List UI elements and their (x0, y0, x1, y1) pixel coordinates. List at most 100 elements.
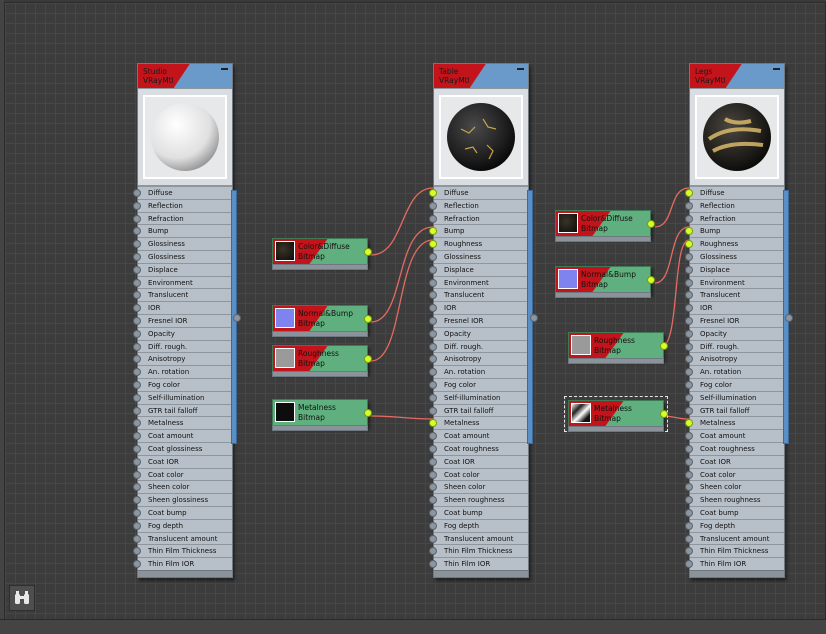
input-socket[interactable] (429, 278, 437, 287)
input-socket[interactable] (133, 291, 141, 300)
slot-translucent[interactable]: Translucent (133, 288, 232, 302)
slot-self-illumination[interactable]: Self-illumination (429, 390, 528, 404)
slot-coat-roughness[interactable]: Coat roughness (429, 441, 528, 455)
bitmap-node-color-diffuse[interactable]: Color&Diffuse Bitmap (555, 210, 655, 242)
input-socket[interactable] (133, 201, 141, 210)
slot-translucent-amount[interactable]: Translucent amount (429, 531, 528, 545)
slot-metalness[interactable]: Metalness (429, 416, 528, 430)
input-socket[interactable] (685, 316, 693, 325)
input-socket[interactable] (429, 316, 437, 325)
slot-opacity[interactable]: Opacity (429, 326, 528, 340)
input-socket[interactable] (685, 189, 693, 197)
input-socket[interactable] (429, 329, 437, 338)
output-socket[interactable] (785, 314, 793, 322)
slot-diff-rough[interactable]: Diff. rough. (133, 339, 232, 353)
slot-coat-amount[interactable]: Coat amount (133, 429, 232, 442)
input-socket[interactable] (133, 534, 141, 543)
output-socket[interactable] (660, 410, 668, 418)
input-socket[interactable] (429, 496, 437, 505)
slot-glossiness[interactable]: Glossiness (685, 249, 784, 263)
slot-fresnel-ior[interactable]: Fresnel IOR (429, 313, 528, 327)
bitmap-node-metalness[interactable]: Metalness Bitmap (272, 399, 372, 431)
input-socket[interactable] (685, 534, 693, 543)
navigator-button[interactable] (9, 585, 35, 611)
node-header[interactable]: Table VRayMtl (434, 64, 528, 88)
input-socket[interactable] (685, 432, 693, 441)
input-socket[interactable] (429, 189, 437, 197)
input-socket[interactable] (133, 278, 141, 287)
slot-coat-ior[interactable]: Coat IOR (685, 454, 784, 468)
slot-fog-color[interactable]: Fog color (685, 377, 784, 391)
slot-displace[interactable]: Displace (133, 262, 232, 276)
slot-glossiness[interactable]: Glossiness (133, 237, 232, 250)
slot-diffuse[interactable]: Diffuse (133, 186, 232, 199)
slot-fog-depth[interactable]: Fog depth (133, 518, 232, 532)
slot-bump[interactable]: Bump (685, 224, 784, 238)
input-socket[interactable] (133, 496, 141, 505)
slot-coat-bump[interactable]: Coat bump (685, 505, 784, 519)
input-socket[interactable] (685, 329, 693, 338)
output-socket[interactable] (647, 276, 655, 284)
slot-translucent-amount[interactable]: Translucent amount (133, 531, 232, 545)
slot-sheen-color[interactable]: Sheen color (133, 480, 232, 494)
slot-an-rotation[interactable]: An. rotation (133, 365, 232, 378)
input-socket[interactable] (133, 227, 141, 236)
slot-translucent[interactable]: Translucent (429, 288, 528, 302)
slot-self-illumination[interactable]: Self-illumination (133, 390, 232, 404)
output-socket[interactable] (233, 314, 241, 322)
input-socket[interactable] (429, 252, 437, 261)
slot-fog-depth[interactable]: Fog depth (685, 518, 784, 532)
slot-opacity[interactable]: Opacity (685, 326, 784, 340)
input-socket[interactable] (429, 201, 437, 210)
input-socket[interactable] (429, 355, 437, 364)
slot-thin-film-thickness[interactable]: Thin Film Thickness (133, 544, 232, 558)
slot-fresnel-ior[interactable]: Fresnel IOR (685, 313, 784, 327)
slot-displace[interactable]: Displace (429, 262, 528, 276)
bitmap-node-normal-bump[interactable]: Normal&Bump Bitmap (272, 305, 372, 337)
input-socket[interactable] (685, 496, 693, 505)
slot-ior[interactable]: IOR (133, 301, 232, 314)
input-socket[interactable] (133, 342, 141, 351)
input-socket[interactable] (685, 470, 693, 479)
node-header[interactable]: Studio VRayMtl (138, 64, 232, 88)
minimize-icon[interactable] (773, 68, 780, 70)
input-socket[interactable] (133, 316, 141, 325)
input-socket[interactable] (133, 470, 141, 479)
input-socket[interactable] (429, 483, 437, 492)
slot-glossiness[interactable]: Glossiness (133, 249, 232, 263)
input-socket[interactable] (429, 508, 437, 517)
slot-reflection[interactable]: Reflection (685, 198, 784, 212)
slot-reflection[interactable]: Reflection (133, 198, 232, 212)
slot-coat-ior[interactable]: Coat IOR (429, 454, 528, 468)
input-socket[interactable] (133, 560, 141, 569)
input-socket[interactable] (429, 547, 437, 556)
output-socket[interactable] (660, 342, 668, 350)
slot-sheen-glossiness[interactable]: Sheen glossiness (133, 493, 232, 506)
input-socket[interactable] (133, 380, 141, 389)
slot-gtr-tail-falloff[interactable]: GTR tail falloff (685, 403, 784, 417)
input-socket[interactable] (429, 560, 437, 569)
input-socket[interactable] (685, 508, 693, 517)
input-socket[interactable] (133, 240, 141, 249)
input-socket[interactable] (133, 432, 141, 441)
input-socket[interactable] (133, 521, 141, 530)
input-socket[interactable] (685, 419, 693, 428)
input-socket[interactable] (685, 252, 693, 261)
slot-opacity[interactable]: Opacity (133, 326, 232, 340)
slot-fog-color[interactable]: Fog color (133, 377, 232, 391)
slot-coat-bump[interactable]: Coat bump (429, 505, 528, 519)
slot-ior[interactable]: IOR (685, 301, 784, 314)
input-socket[interactable] (429, 393, 437, 402)
output-socket[interactable] (364, 315, 372, 323)
minimize-icon[interactable] (517, 68, 524, 70)
input-socket[interactable] (429, 304, 437, 313)
slot-coat-amount[interactable]: Coat amount (685, 429, 784, 442)
input-socket[interactable] (685, 521, 693, 530)
slot-environment[interactable]: Environment (685, 275, 784, 289)
input-socket[interactable] (685, 547, 693, 556)
input-socket[interactable] (685, 444, 693, 453)
input-socket[interactable] (685, 265, 693, 274)
input-socket[interactable] (429, 380, 437, 389)
